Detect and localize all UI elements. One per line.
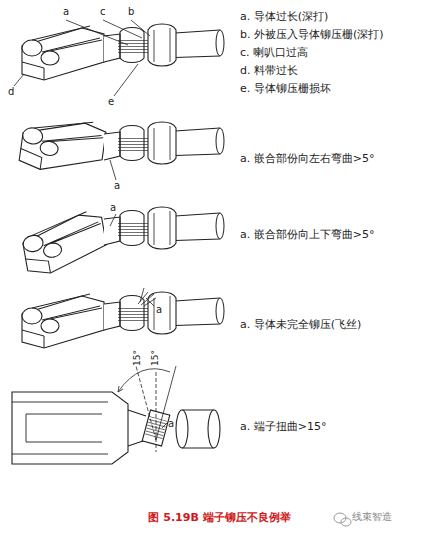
defect-note: a. 端子扭曲>15°: [240, 420, 326, 433]
callout-letter: b: [128, 6, 134, 18]
callout-letter: d: [8, 86, 14, 98]
callout-letter: e: [108, 96, 114, 108]
callout-letter: a: [168, 418, 174, 430]
watermark: 线束智造: [352, 511, 392, 523]
callout-letter: c: [100, 6, 106, 18]
defect-note: a. 嵌合部份向上下弯曲>5°: [240, 228, 374, 241]
terminal-row2: [18, 113, 224, 178]
callout-letter: a: [156, 304, 162, 316]
defect-note: a. 嵌合部份向左右弯曲>5°: [240, 152, 374, 165]
defect-note: d. 料带过长: [240, 64, 298, 77]
defect-note: a. 导体未完全铆压(飞丝): [240, 318, 361, 331]
terminal-row4: [22, 288, 224, 348]
defect-note: e. 导体铆压栅损坏: [240, 82, 331, 95]
defect-note: b. 外被压入导体铆压栅(深打): [240, 28, 384, 41]
terminal-top-view: [12, 392, 220, 464]
callout-letter: a: [63, 6, 69, 18]
defect-note: a. 导体过长(深打): [240, 10, 328, 23]
callout-letter: a: [110, 202, 116, 214]
defect-note: c. 喇叭口过高: [240, 46, 308, 59]
terminal-row1: [22, 24, 224, 80]
watermark-icon: [334, 513, 351, 526]
callout-letter: a: [114, 180, 120, 192]
terminal-row3: [19, 207, 224, 277]
figure-caption: 图 5.19B 端子铆压不良例举: [0, 510, 439, 525]
angle-label: 15°: [150, 350, 161, 366]
angle-label: 15°: [132, 350, 143, 366]
